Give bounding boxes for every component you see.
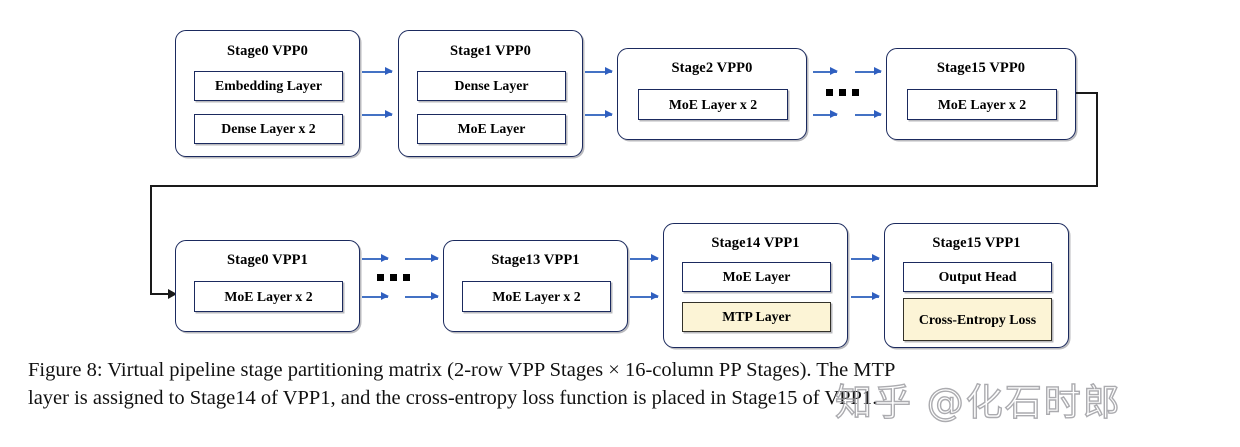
arrow-stage1-stage2-bottom (585, 110, 613, 119)
arrow-stage0-stage1-top (362, 67, 393, 76)
caption-line-2: layer is assigned to Stage14 of VPP1, an… (28, 387, 878, 410)
stage-box-stage0-vpp0: Stage0 VPP0 Embedding Layer Dense Layer … (175, 30, 360, 157)
layer-embedding-layer: Embedding Layer (194, 71, 343, 101)
figure-diagram: Stage0 VPP0 Embedding Layer Dense Layer … (150, 30, 1098, 348)
layer-moe-layer-x2: MoE Layer x 2 (194, 281, 343, 312)
stage-box-stage15-vpp1: Stage15 VPP1 Output Head Cross-Entropy L… (884, 223, 1069, 348)
arrow-stage2-ellipsis-top (813, 67, 838, 76)
ellipsis-row1 (826, 89, 859, 96)
arrow-ellipsis-stage13-top (405, 254, 439, 263)
ellipsis-dot (377, 274, 384, 281)
stage-title: Stage0 VPP0 (227, 43, 308, 59)
figure-caption: Figure 8: Virtual pipeline stage partiti… (28, 356, 1224, 413)
layer-moe-layer-x2: MoE Layer x 2 (462, 281, 611, 312)
arrow-stage13-stage14-top (630, 254, 659, 263)
arrow-stage1-stage2-top (585, 67, 613, 76)
arrow-stage0-stage1-bottom (362, 110, 393, 119)
arrow-stage14-stage15-bottom (851, 292, 880, 301)
stage-box-stage13-vpp1: Stage13 VPP1 MoE Layer x 2 (443, 240, 628, 332)
connector-segment-entry-horizontal (150, 293, 170, 295)
arrow-stage2-ellipsis-bottom (813, 110, 838, 119)
stage-box-stage0-vpp1: Stage0 VPP1 MoE Layer x 2 (175, 240, 360, 332)
stage-title: Stage15 VPP1 (932, 235, 1021, 251)
connector-arrowhead (168, 289, 177, 299)
arrow-ellipsis-stage15-bottom (855, 110, 882, 119)
arrow-ellipsis-stage15-top (855, 67, 882, 76)
layer-moe-layer: MoE Layer (682, 262, 831, 292)
layer-dense-layer: Dense Layer (417, 71, 566, 101)
ellipsis-dot (852, 89, 859, 96)
layer-output-head: Output Head (903, 262, 1052, 292)
stage-box-stage15-vpp0: Stage15 VPP0 MoE Layer x 2 (886, 48, 1076, 140)
connector-segment-right-vertical (1096, 92, 1098, 187)
layer-cross-entropy-loss: Cross-Entropy Loss (903, 298, 1052, 341)
layer-moe-layer-x2: MoE Layer x 2 (638, 89, 788, 120)
stage-box-stage14-vpp1: Stage14 VPP1 MoE Layer MTP Layer (663, 223, 848, 348)
connector-segment-bottom-horizontal (150, 185, 1098, 187)
stage-title: Stage14 VPP1 (711, 235, 800, 251)
arrow-ellipsis-stage13-bottom (405, 292, 439, 301)
arrow-stage0vpp1-ellipsis-bottom (362, 292, 389, 301)
stage-title: Stage0 VPP1 (227, 252, 308, 268)
ellipsis-dot (390, 274, 397, 281)
stage-box-stage2-vpp0: Stage2 VPP0 MoE Layer x 2 (617, 48, 807, 140)
connector-segment-right-horizontal (1076, 92, 1098, 94)
layer-moe-layer-x2: MoE Layer x 2 (907, 89, 1057, 120)
ellipsis-dot (826, 89, 833, 96)
stage-title: Stage2 VPP0 (671, 60, 753, 76)
stage-title: Stage15 VPP0 (936, 60, 1026, 76)
stage-box-stage1-vpp0: Stage1 VPP0 Dense Layer MoE Layer (398, 30, 583, 157)
ellipsis-dot (403, 274, 410, 281)
arrow-stage0vpp1-ellipsis-top (362, 254, 389, 263)
stage-title: Stage1 VPP0 (450, 43, 531, 59)
layer-moe-layer: MoE Layer (417, 114, 566, 144)
caption-line-1: Figure 8: Virtual pipeline stage partiti… (28, 359, 896, 381)
arrow-stage14-stage15-top (851, 254, 880, 263)
ellipsis-dot (839, 89, 846, 96)
layer-dense-layer-x2: Dense Layer x 2 (194, 114, 343, 144)
layer-mtp-layer: MTP Layer (682, 302, 831, 332)
ellipsis-row2 (377, 274, 410, 281)
arrow-stage13-stage14-bottom (630, 292, 659, 301)
connector-segment-left-vertical (150, 185, 152, 295)
stage-title: Stage13 VPP1 (491, 252, 580, 268)
